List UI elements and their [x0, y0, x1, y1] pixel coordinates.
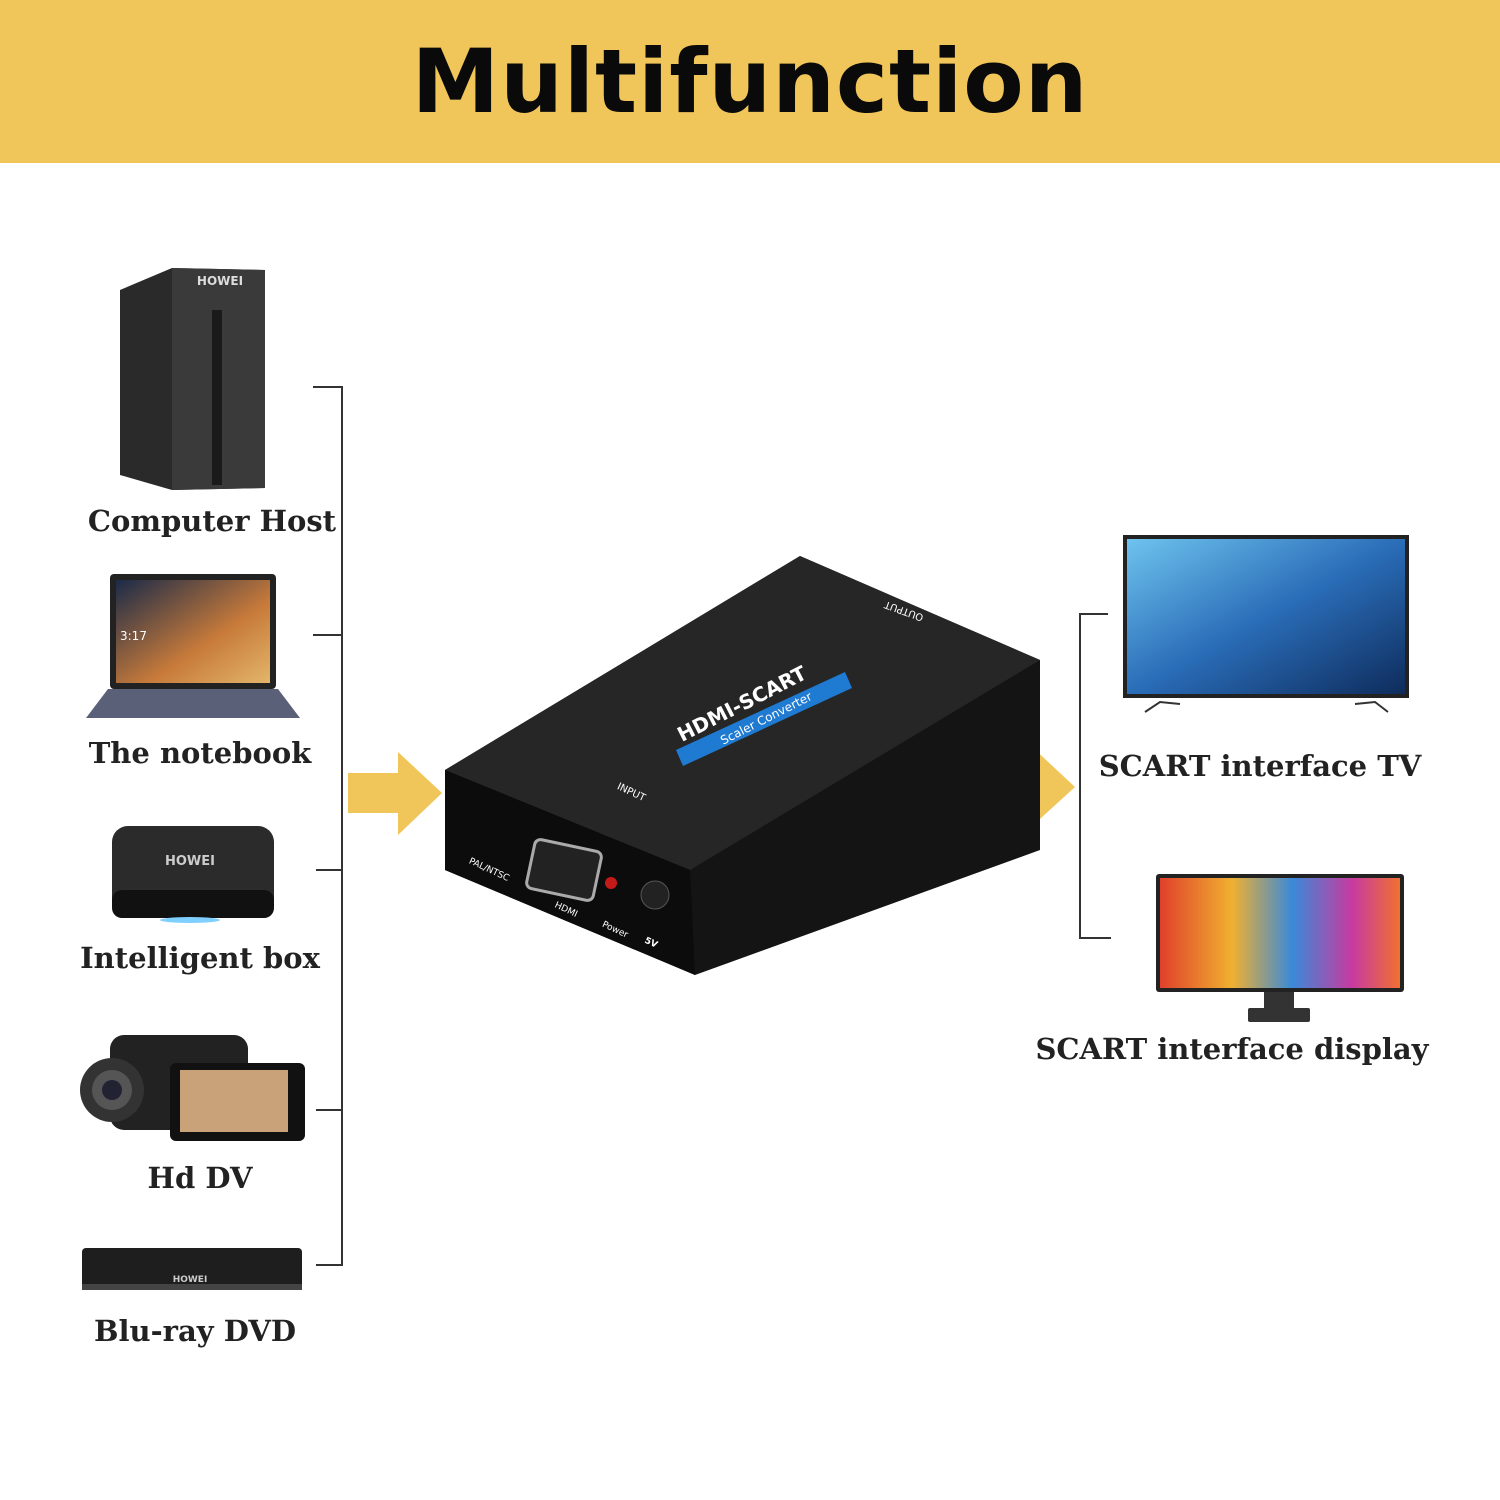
- bracket-tick: [316, 1264, 343, 1266]
- bracket-tick: [313, 634, 343, 636]
- label-intelligent-box: Intelligent box: [80, 941, 320, 975]
- bracket-tick: [313, 386, 343, 388]
- bracket-tick: [1079, 613, 1108, 615]
- label-hd-dv: Hd DV: [147, 1161, 253, 1195]
- tv-icon: [1123, 535, 1409, 713]
- bluray-brand: HOWEI: [173, 1275, 208, 1285]
- arrow-right-icon: [348, 752, 442, 835]
- bracket-left: [341, 387, 343, 1266]
- camcorder-icon: [80, 1035, 305, 1141]
- page-title: Multifunction: [411, 30, 1089, 133]
- laptop-icon: [86, 574, 300, 718]
- box-brand: HOWEI: [165, 854, 215, 869]
- bracket-tick: [316, 869, 343, 871]
- label-scart-tv: SCART interface TV: [1098, 749, 1422, 783]
- bracket-tick: [1079, 937, 1111, 939]
- computer-tower-icon: [120, 268, 265, 490]
- label-notebook: The notebook: [88, 736, 312, 770]
- title-banner: Multifunction: [0, 0, 1500, 163]
- monitor-icon: [1156, 874, 1404, 1022]
- label-scart-display: SCART interface display: [1035, 1032, 1429, 1066]
- label-computer-host: Computer Host: [87, 504, 337, 538]
- tower-brand: HOWEI: [197, 274, 243, 288]
- bracket-tick: [316, 1109, 343, 1111]
- label-bluray-dvd: Blu-ray DVD: [94, 1314, 296, 1348]
- hdmi-scart-converter: [445, 556, 1040, 975]
- bracket-right: [1079, 614, 1081, 939]
- tv-box-icon: [112, 826, 274, 923]
- laptop-screen-time: 3:17: [120, 629, 147, 643]
- bluray-player-icon: [82, 1248, 302, 1290]
